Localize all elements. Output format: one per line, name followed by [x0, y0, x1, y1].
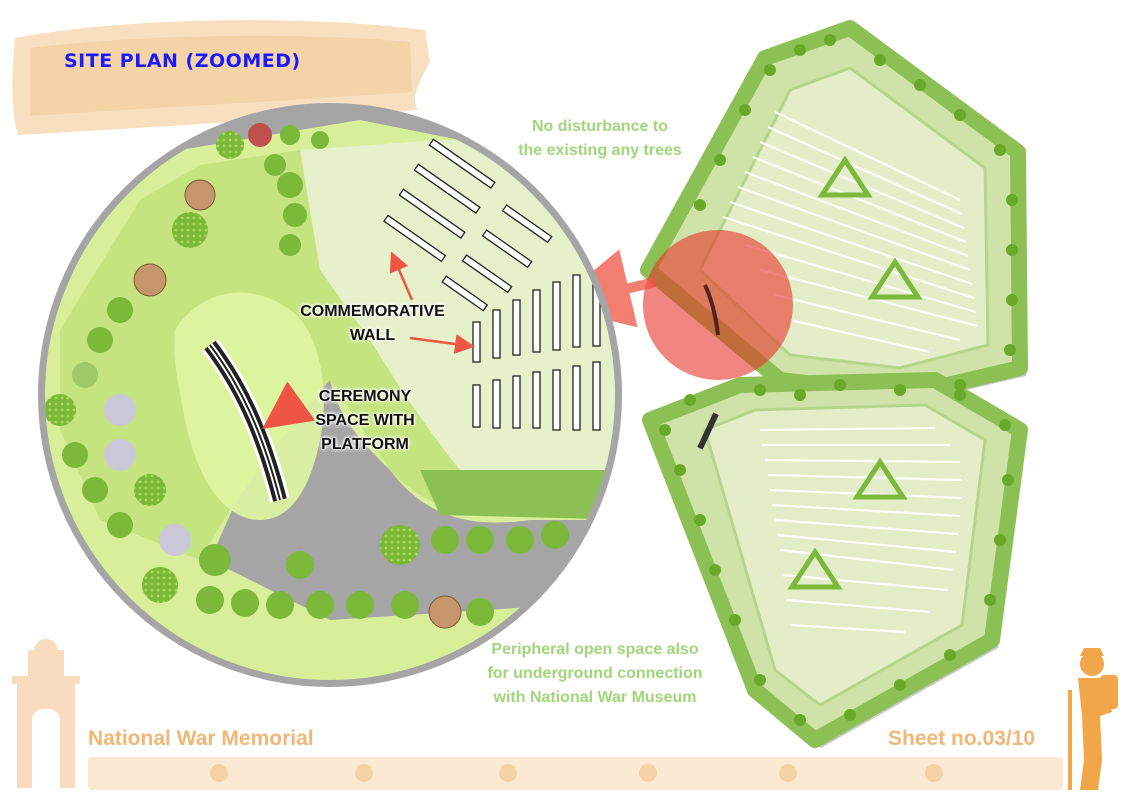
- label-line: COMMEMORATIVE: [300, 303, 445, 320]
- note-line: for underground connection: [487, 665, 703, 682]
- ceremony-space-label: CEREMONY SPACE WITH PLATFORM: [300, 385, 430, 457]
- note-line: Peripheral open space also: [491, 641, 699, 658]
- note-line: No disturbance to: [531, 118, 668, 135]
- label-line: PLATFORM: [321, 436, 409, 453]
- page-title: SITE PLAN (ZOOMED): [64, 50, 301, 72]
- project-name: National War Memorial: [88, 727, 314, 750]
- tree-group: [44, 123, 569, 629]
- note-line: with National War Museum: [493, 689, 697, 706]
- peripheral-space-note: Peripheral open space also for undergrou…: [440, 638, 750, 710]
- label-line: CEREMONY: [318, 388, 412, 405]
- label-line: SPACE WITH: [315, 412, 415, 429]
- commemorative-wall-label: COMMEMORATIVE WALL: [280, 300, 465, 348]
- zoom-highlight-circle: [643, 230, 793, 380]
- sheet-number: Sheet no.03/10: [888, 727, 1036, 750]
- india-gate-icon: [12, 638, 80, 788]
- footer-frieze: [88, 757, 1063, 790]
- label-line: WALL: [349, 327, 396, 344]
- soldier-icon: [1068, 648, 1118, 790]
- note-line: the existing any trees: [518, 142, 682, 159]
- zoom-detail-circle: [38, 103, 622, 687]
- tree-preservation-note: No disturbance to the existing any trees: [480, 115, 720, 163]
